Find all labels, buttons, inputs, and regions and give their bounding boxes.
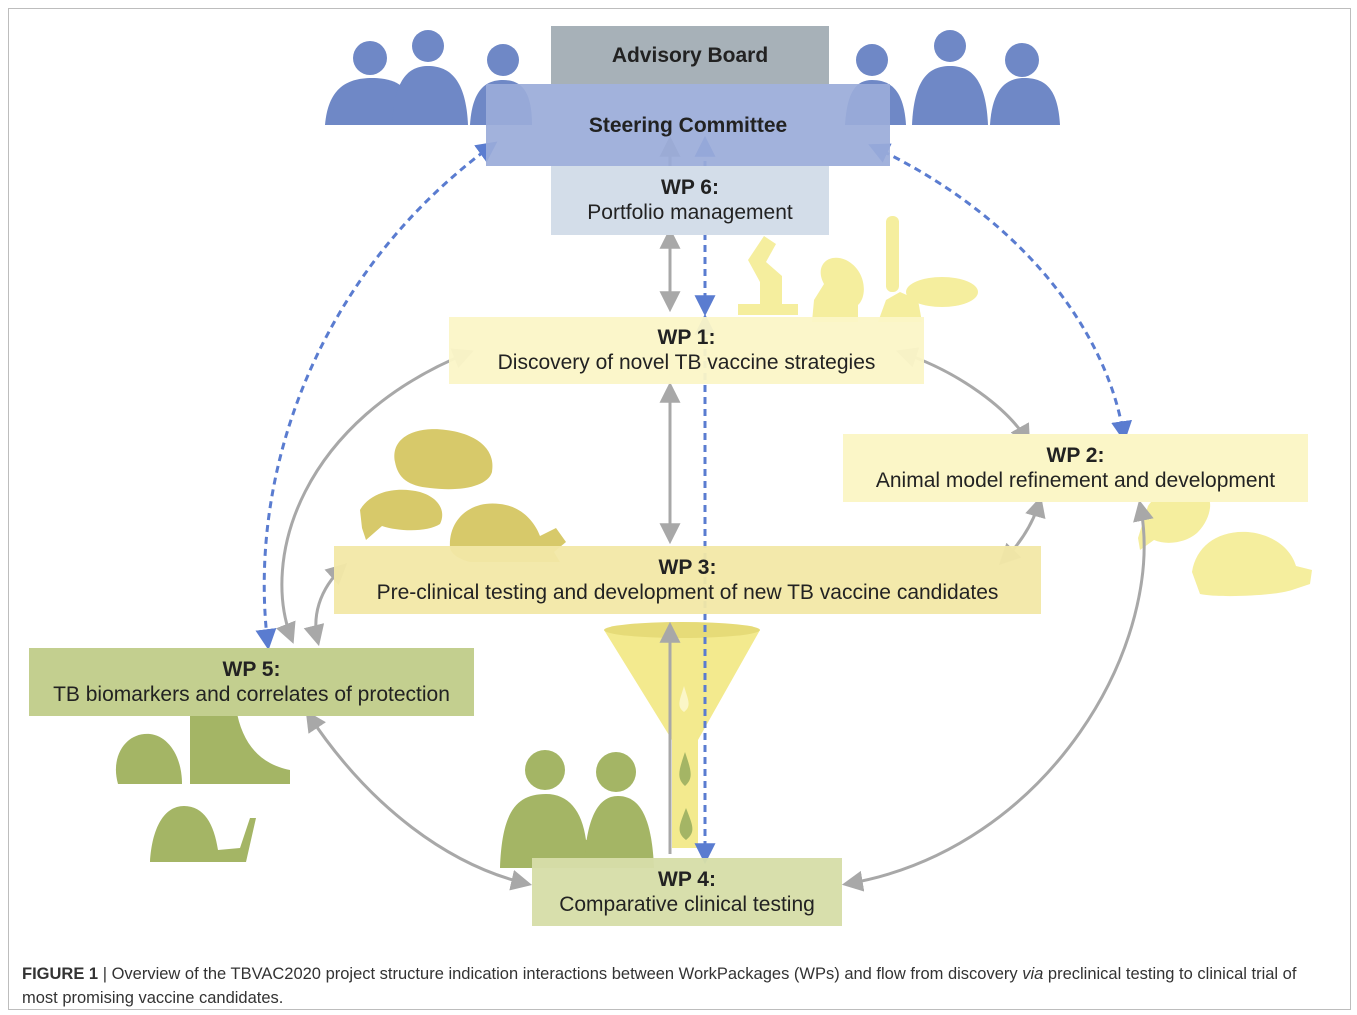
wp3-box: WP 3: Pre-clinical testing and developme… xyxy=(334,546,1041,614)
wp1-title: WP 1: xyxy=(657,326,716,349)
wp1-box: WP 1: Discovery of novel TB vaccine stra… xyxy=(449,317,924,384)
advisory-board-box: Advisory Board xyxy=(551,26,829,84)
steering-committee-box: Steering Committee xyxy=(486,84,890,166)
lab-animals-icon xyxy=(360,429,566,562)
caption-separator: | xyxy=(98,965,112,983)
wp1-subtitle: Discovery of novel TB vaccine strategies xyxy=(497,351,876,374)
wp6-subtitle: Portfolio management xyxy=(587,201,793,224)
wp4-title: WP 4: xyxy=(658,867,716,891)
caption-label: FIGURE 1 xyxy=(22,965,99,983)
steering-committee-title: Steering Committee xyxy=(588,113,788,137)
wp2-title: WP 2: xyxy=(1046,443,1105,467)
wp4-subtitle: Comparative clinical testing xyxy=(559,892,815,916)
wp4-box: WP 4: Comparative clinical testing xyxy=(532,858,842,926)
figure-frame xyxy=(8,8,1351,1010)
caption-italic: via xyxy=(1022,965,1044,983)
lab-animals-icon-right xyxy=(1138,490,1312,597)
wp5-box: WP 5: TB biomarkers and correlates of pr… xyxy=(29,648,474,716)
wp5-subtitle: TB biomarkers and correlates of protecti… xyxy=(53,682,450,706)
wp3-subtitle: Pre-clinical testing and development of … xyxy=(376,580,999,604)
wp3-title: WP 3: xyxy=(658,555,717,579)
wp6-box: WP 6: Portfolio management xyxy=(551,166,829,235)
wp2-box: WP 2: Animal model refinement and develo… xyxy=(843,434,1308,502)
advisory-board-title: Advisory Board xyxy=(611,43,769,67)
caption-text-2: preclinical testing to clinical trial of… xyxy=(22,965,1297,1007)
funnel-icon xyxy=(604,622,760,848)
figure-caption: FIGURE 1 | Overview of the TBVAC2020 pro… xyxy=(22,962,1332,1010)
wp5-title: WP 5: xyxy=(222,657,281,681)
wp2-subtitle: Animal model refinement and development xyxy=(875,468,1276,492)
clinical-people-icon xyxy=(500,750,654,868)
wp6-title: WP 6: xyxy=(661,176,719,199)
caption-text-1: Overview of the TBVAC2020 project struct… xyxy=(111,965,1023,983)
biomarker-people-icon xyxy=(115,708,290,862)
